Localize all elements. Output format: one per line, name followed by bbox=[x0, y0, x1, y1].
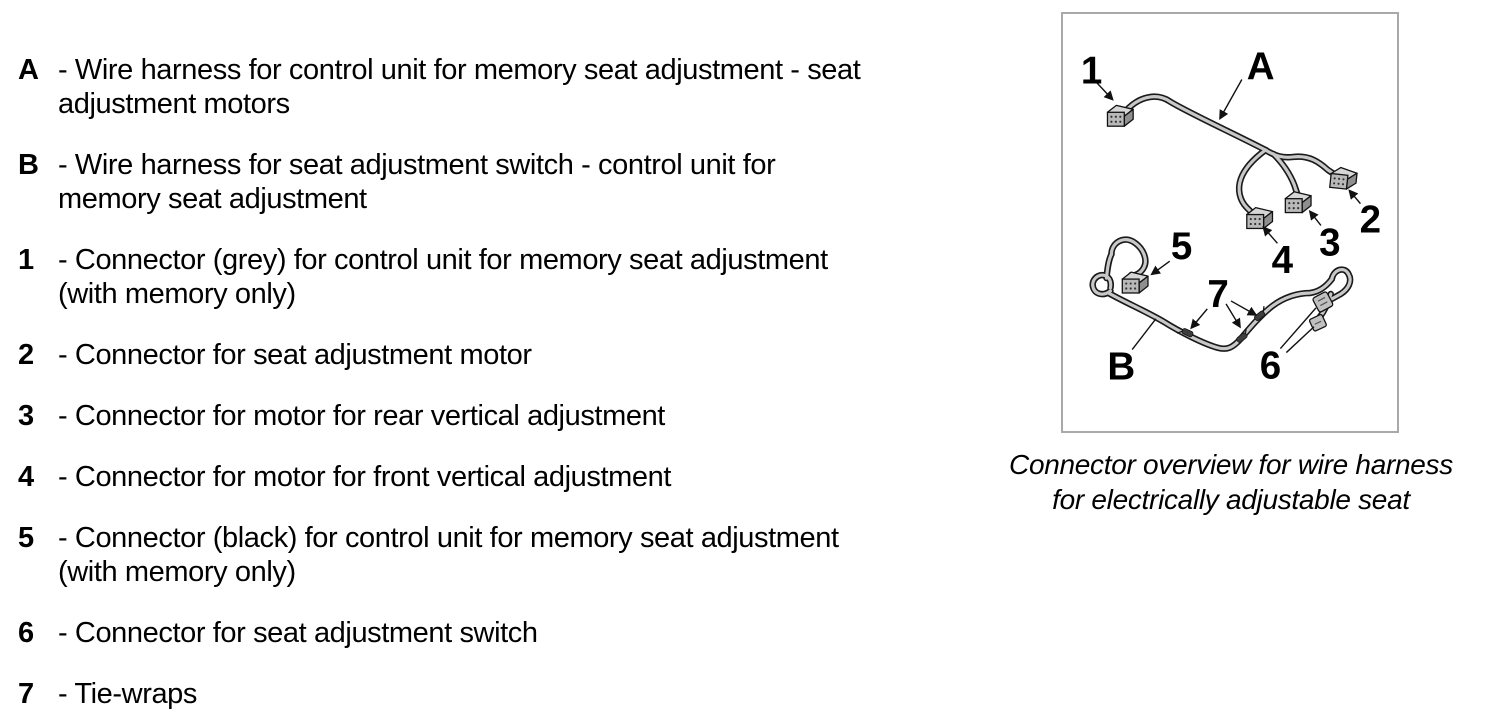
legend-text-line: - Connector for seat adjustment switch bbox=[58, 617, 538, 649]
connector-4-front-vertical bbox=[1246, 206, 1274, 230]
connector-3-rear-vertical bbox=[1284, 191, 1312, 214]
connector-5-black bbox=[1121, 271, 1149, 294]
legend-item-3: 3 - Connector for motor for rear vertical… bbox=[0, 399, 990, 433]
legend-item-A: A - Wire harness for control unit for mem… bbox=[0, 53, 990, 121]
legend-item-key: 4 bbox=[18, 461, 34, 493]
legend-item-description: - Connector (grey) for control unit for … bbox=[58, 243, 828, 311]
legend-text-line: - Tie-wraps bbox=[58, 678, 198, 710]
callout-1: 1 bbox=[1081, 49, 1102, 92]
legend-item-key: 3 bbox=[18, 400, 34, 432]
connector-6-switch-upper bbox=[1312, 291, 1334, 313]
figure-caption: Connector overview for wire harness for … bbox=[975, 447, 1486, 517]
legend-list: A - Wire harness for control unit for mem… bbox=[0, 53, 990, 718]
callout-3: 3 bbox=[1319, 221, 1340, 264]
callout-B: B bbox=[1107, 345, 1135, 388]
legend-item-key: B bbox=[18, 149, 39, 181]
tie-wrap-3 bbox=[1254, 306, 1266, 321]
callout-4: 4 bbox=[1272, 239, 1294, 282]
legend-text-line: (with memory only) bbox=[58, 278, 296, 310]
legend-text-line: memory seat adjustment bbox=[58, 183, 367, 215]
legend-item-description: - Connector for motor for rear vertical … bbox=[58, 399, 665, 433]
legend-item-4: 4 - Connector for motor for front vertica… bbox=[0, 460, 990, 494]
legend-item-key: A bbox=[18, 54, 39, 86]
figure-box: 1 A 2 3 4 5 7 B 6 bbox=[1061, 12, 1399, 433]
legend-item-key: 6 bbox=[18, 617, 34, 649]
figure-caption-line-1: Connector overview for wire harness bbox=[1009, 449, 1453, 480]
legend-item-key: 7 bbox=[18, 678, 34, 710]
legend-text-line: - Connector for seat adjustment motor bbox=[58, 339, 532, 371]
legend-item-description: - Connector for seat adjustment switch bbox=[58, 616, 538, 650]
legend-item-B: B - Wire harness for seat adjustment swit… bbox=[0, 148, 990, 216]
legend-item-5: 5 - Connector (black) for control unit fo… bbox=[0, 521, 990, 589]
leader-lines bbox=[1095, 79, 1361, 354]
wire-harness-b bbox=[1089, 236, 1354, 352]
legend-text-line: adjustment motors bbox=[58, 88, 290, 120]
legend-item-key: 1 bbox=[18, 244, 34, 276]
tie-wrap-2 bbox=[1236, 327, 1248, 343]
legend-text-line: - Connector (black) for control unit for… bbox=[58, 522, 839, 554]
figure-caption-line-2: for electrically adjustable seat bbox=[1052, 484, 1410, 515]
connector-1-grey bbox=[1106, 104, 1134, 127]
legend-text-line: - Connector (grey) for control unit for … bbox=[58, 244, 828, 276]
tie-wrap-1 bbox=[1176, 328, 1194, 338]
callout-6: 6 bbox=[1260, 344, 1281, 387]
legend-item-description: - Connector for seat adjustment motor bbox=[58, 338, 532, 372]
harness-diagram: 1 A 2 3 4 5 7 B 6 bbox=[1081, 45, 1381, 388]
figure-callouts: 1 A 2 3 4 5 7 B 6 bbox=[1081, 45, 1381, 388]
callout-2: 2 bbox=[1360, 198, 1381, 241]
callout-A: A bbox=[1247, 45, 1275, 88]
legend-item-2: 2 - Connector for seat adjustment motor bbox=[0, 338, 990, 372]
legend-item-description: - Tie-wraps bbox=[58, 677, 197, 711]
legend-item-description: - Wire harness for seat adjustment switc… bbox=[58, 148, 776, 216]
legend-text-line: - Connector for motor for rear vertical … bbox=[58, 400, 665, 432]
legend-item-key: 2 bbox=[18, 339, 34, 371]
legend-text-line: - Connector for motor for front vertical… bbox=[58, 461, 672, 493]
legend-text-line: - Wire harness for control unit for memo… bbox=[58, 54, 861, 86]
legend-item-7: 7 - Tie-wraps bbox=[0, 677, 990, 711]
legend-item-1: 1 - Connector (grey) for control unit for… bbox=[0, 243, 990, 311]
legend-text-line: - Wire harness for seat adjustment switc… bbox=[58, 149, 776, 181]
legend-text-line: (with memory only) bbox=[58, 556, 296, 588]
legend-item-description: - Connector (black) for control unit for… bbox=[58, 521, 839, 589]
legend-item-key: 5 bbox=[18, 522, 34, 554]
legend-item-6: 6 - Connector for seat adjustment switch bbox=[0, 616, 990, 650]
legend-item-description: - Connector for motor for front vertical… bbox=[58, 460, 671, 494]
callout-7: 7 bbox=[1207, 273, 1228, 316]
callout-5: 5 bbox=[1171, 225, 1192, 268]
wire-harness-a bbox=[1106, 93, 1359, 230]
legend-item-description: - Wire harness for control unit for memo… bbox=[58, 53, 861, 121]
